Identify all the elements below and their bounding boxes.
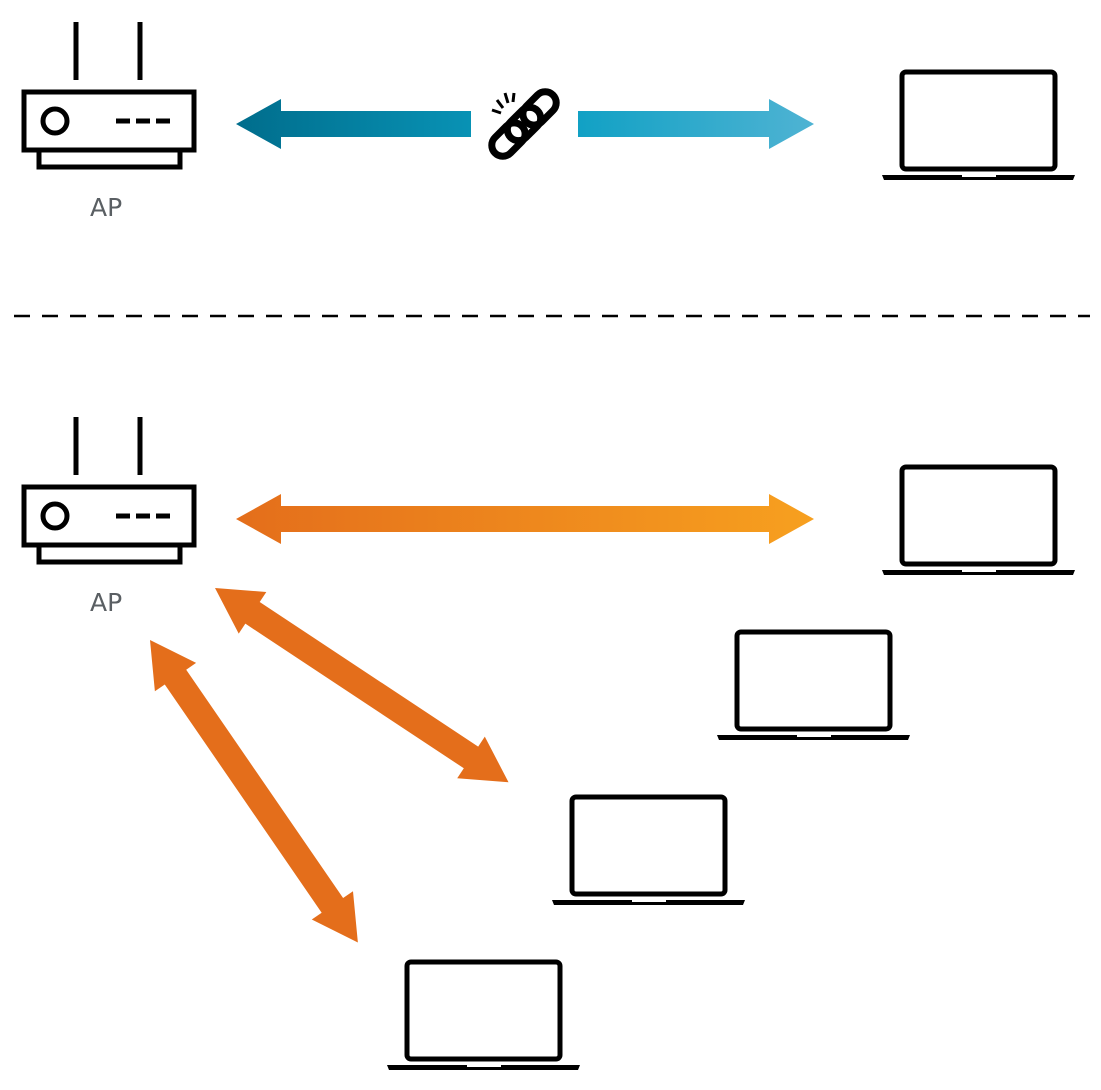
broken-chain-icon — [488, 88, 560, 160]
laptop-icon — [717, 632, 910, 740]
laptop-icon — [387, 962, 580, 1070]
link-arrow-left — [236, 99, 471, 149]
laptop-icon — [882, 467, 1075, 575]
link-arrow-right — [578, 99, 814, 149]
link-arrow-diagonal-2 — [150, 640, 358, 943]
link-arrow-horizontal — [236, 494, 814, 544]
router-icon — [24, 22, 194, 167]
laptop-icon — [552, 797, 745, 905]
link-arrow-diagonal-1 — [215, 588, 509, 783]
bottom-scenario: AP — [24, 417, 1075, 1070]
ap-label: AP — [90, 588, 122, 617]
ap-label: AP — [90, 193, 122, 222]
laptop-icon — [882, 72, 1075, 180]
top-scenario: AP — [24, 22, 1075, 222]
router-icon — [24, 417, 194, 562]
